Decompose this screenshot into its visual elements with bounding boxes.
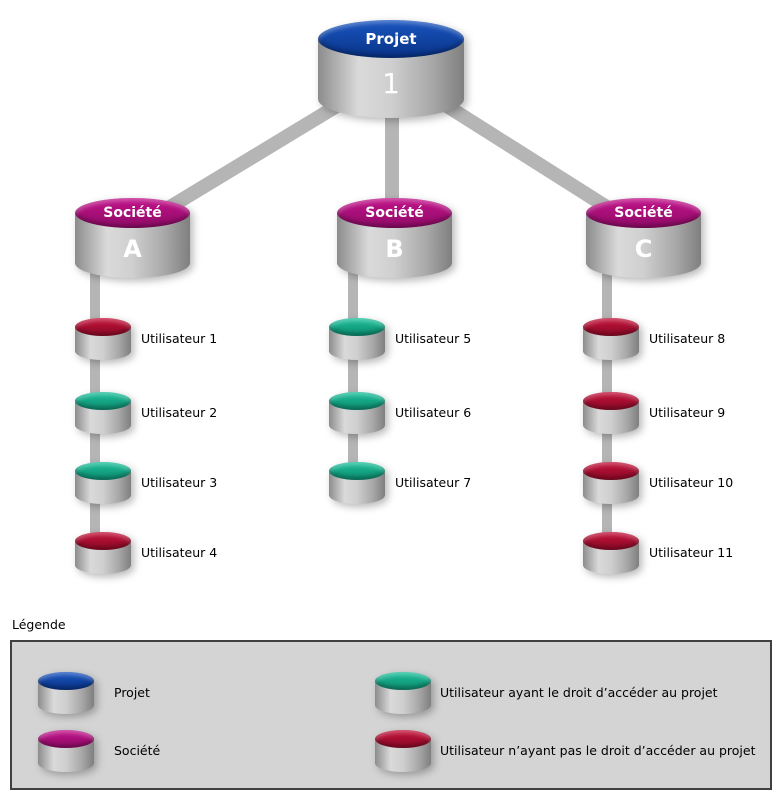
user-node-1	[75, 318, 131, 360]
legend-label-acces-refuse: Utilisateur n’ayant pas le droit d’accéd…	[440, 743, 756, 758]
legend-item-acces-refuse	[375, 730, 431, 772]
user-label-2: Utilisateur 2	[141, 405, 218, 420]
company-b-title: Société	[365, 205, 424, 221]
legend-item-societe	[38, 730, 94, 772]
legend-item-acces-autorise	[375, 672, 431, 714]
company-c-cylinder-top	[586, 198, 701, 228]
user-11-cylinder-top	[583, 532, 639, 550]
user-label-5: Utilisateur 5	[395, 331, 472, 346]
company-a-id: A	[123, 235, 142, 263]
user-4-cylinder-top	[75, 532, 131, 550]
company-node-b: Société B	[337, 198, 452, 278]
user-label-7: Utilisateur 7	[395, 475, 472, 490]
user-node-10	[583, 462, 639, 504]
user-node-7	[329, 462, 385, 504]
legend-label-societe: Société	[114, 743, 161, 758]
user-10-cylinder-top	[583, 462, 639, 480]
user-label-6: Utilisateur 6	[395, 405, 472, 420]
company-a-title: Société	[103, 205, 162, 221]
company-c-title: Société	[614, 205, 673, 221]
legend-title: Légende	[12, 617, 66, 632]
company-b-cylinder-top	[337, 198, 452, 228]
user-7-cylinder-top	[329, 462, 385, 480]
legend-acces-refuse-cylinder-top	[375, 730, 431, 748]
user-3-cylinder-top	[75, 462, 131, 480]
user-node-4	[75, 532, 131, 574]
user-5-cylinder-top	[329, 318, 385, 336]
user-node-3	[75, 462, 131, 504]
company-node-a: Société A	[75, 198, 190, 278]
user-1-cylinder-top	[75, 318, 131, 336]
legend-label-acces-autorise: Utilisateur ayant le droit d’accéder au …	[440, 685, 718, 700]
user-node-9	[583, 392, 639, 434]
user-label-9: Utilisateur 9	[649, 405, 726, 420]
company-b-id: B	[385, 235, 404, 263]
user-label-4: Utilisateur 4	[141, 545, 218, 560]
user-node-5	[329, 318, 385, 360]
user-node-2	[75, 392, 131, 434]
legend-label-projet: Projet	[114, 685, 150, 700]
legend-acces-autorise-cylinder-top	[375, 672, 431, 690]
project-id: 1	[382, 67, 400, 100]
user-label-11: Utilisateur 11	[649, 545, 734, 560]
user-node-11	[583, 532, 639, 574]
user-node-6	[329, 392, 385, 434]
user-label-1: Utilisateur 1	[141, 331, 218, 346]
user-label-10: Utilisateur 10	[649, 475, 734, 490]
user-label-8: Utilisateur 8	[649, 331, 726, 346]
user-label-3: Utilisateur 3	[141, 475, 218, 490]
user-2-cylinder-top	[75, 392, 131, 410]
company-node-c: Société C	[586, 198, 701, 278]
legend-societe-cylinder-top	[38, 730, 94, 748]
legend-item-projet	[38, 672, 94, 714]
user-9-cylinder-top	[583, 392, 639, 410]
user-6-cylinder-top	[329, 392, 385, 410]
project-cylinder-top	[318, 20, 464, 58]
company-c-id: C	[634, 235, 653, 263]
legend-projet-cylinder-top	[38, 672, 94, 690]
user-node-8	[583, 318, 639, 360]
project-node: Projet 1	[318, 20, 464, 118]
company-a-cylinder-top	[75, 198, 190, 228]
user-8-cylinder-top	[583, 318, 639, 336]
project-title: Projet	[365, 30, 417, 48]
